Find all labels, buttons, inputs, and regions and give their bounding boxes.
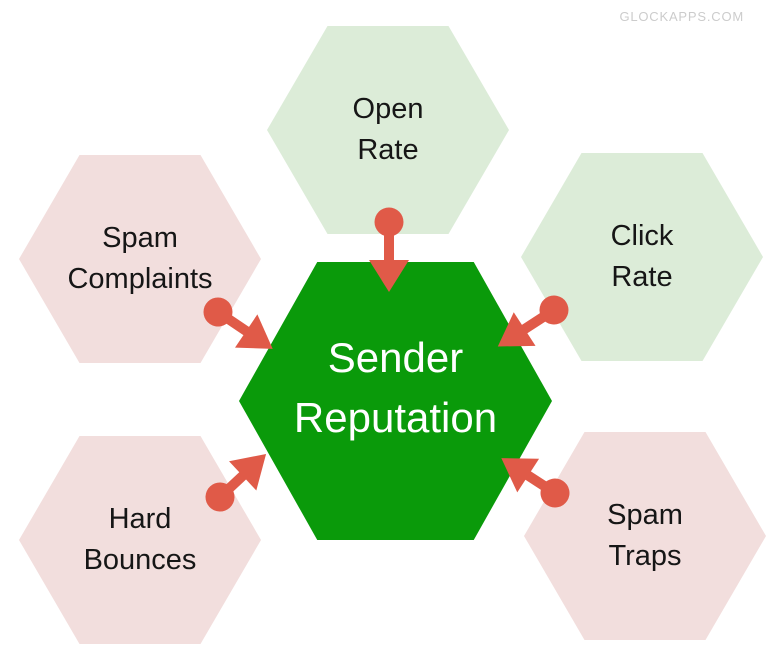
arrow-shaft <box>516 305 557 337</box>
click-rate-label-line1: Click <box>610 220 674 252</box>
spam-traps-label: Spam Traps <box>607 495 683 577</box>
spam-complaints-label: Spam Complaints <box>67 218 212 300</box>
spam-traps-label-line2: Traps <box>608 540 682 572</box>
sender-reputation-label-line1: Sender <box>327 334 464 381</box>
open-rate-label: Open Rate <box>353 89 424 171</box>
hard-bounces-label: Hard Bounces <box>84 499 197 581</box>
open-rate-label-line1: Open <box>352 93 424 125</box>
hard-bounces-label-line2: Bounces <box>83 544 197 576</box>
hexagon-sender-reputation: Sender Reputation <box>239 262 552 540</box>
spam-complaints-label-line1: Spam <box>102 222 178 254</box>
sender-reputation-label: Sender Reputation <box>294 328 497 448</box>
hexagon-hard-bounces: Hard Bounces <box>19 436 261 644</box>
watermark: GLOCKAPPS.COM <box>619 9 744 24</box>
sender-reputation-label-line2: Reputation <box>293 394 498 441</box>
hexagon-spam-complaints: Spam Complaints <box>19 155 261 363</box>
click-rate-label-line2: Rate <box>611 261 673 293</box>
spam-complaints-label-line2: Complaints <box>67 263 213 295</box>
hexagon-spam-traps: Spam Traps <box>524 432 766 640</box>
arrow-shaft <box>520 468 558 498</box>
hard-bounces-label-line1: Hard <box>108 503 172 535</box>
spam-traps-label-line1: Spam <box>607 499 683 531</box>
click-rate-label: Click Rate <box>611 216 674 298</box>
open-rate-label-line2: Rate <box>357 134 419 166</box>
hexagon-click-rate: Click Rate <box>521 153 763 361</box>
hexagon-open-rate: Open Rate <box>267 26 509 234</box>
